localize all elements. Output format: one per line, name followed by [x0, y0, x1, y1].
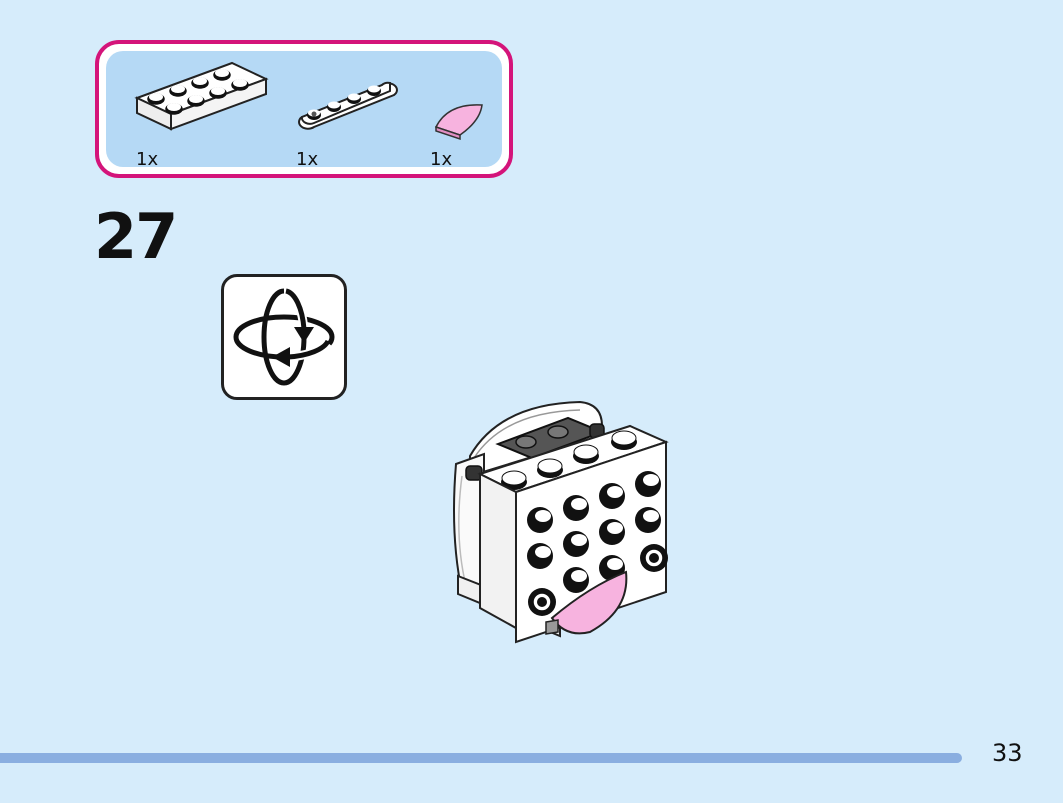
step-number: 27	[94, 200, 178, 273]
parts-list-background: 1x 1x	[106, 51, 502, 170]
rotate-instruction	[221, 274, 347, 400]
part-quantity: 1x	[430, 149, 453, 170]
rotate-model-icon	[233, 286, 335, 386]
part-item-plate-1x4-rounded: 1x	[294, 51, 404, 175]
part-quantity: 1x	[136, 149, 159, 170]
part-item-pink-tile: 1x	[428, 51, 498, 175]
assembled-model-icon	[453, 400, 669, 644]
part-item-plate-2x4: 1x	[134, 51, 274, 175]
pink-half-round-tile-icon	[434, 104, 483, 141]
parts-list-panel: 1x 1x	[95, 40, 513, 178]
part-quantity: 1x	[296, 149, 319, 170]
footer-progress-bar	[0, 753, 962, 763]
assembled-model	[440, 396, 680, 670]
white-plate-2x4-icon	[134, 61, 269, 131]
white-plate-1x4-rounded-icon	[298, 81, 398, 130]
page-number: 33	[992, 739, 1023, 767]
